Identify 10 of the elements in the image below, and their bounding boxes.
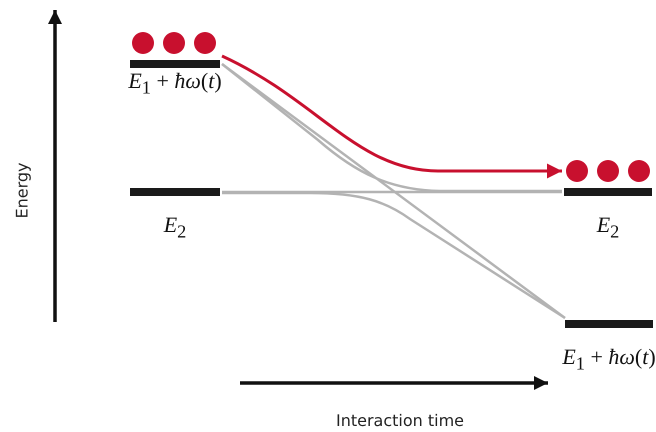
level-connector-line <box>221 63 562 192</box>
energy-level-label: E$_{1}$ + ħω(t) <box>128 68 222 98</box>
energy-level-label: E$_{1}$ + ħω(t) <box>562 344 656 374</box>
axis-title: Energy <box>12 162 32 218</box>
energy-level-label: E$_{2}$ <box>596 212 620 242</box>
transition-arrow <box>221 54 562 178</box>
level-connector-line <box>222 192 566 320</box>
axis-title: Interaction time <box>336 410 464 430</box>
level-connector-line <box>222 190 562 194</box>
energy-level-label: E$_{2}$ <box>164 212 186 242</box>
